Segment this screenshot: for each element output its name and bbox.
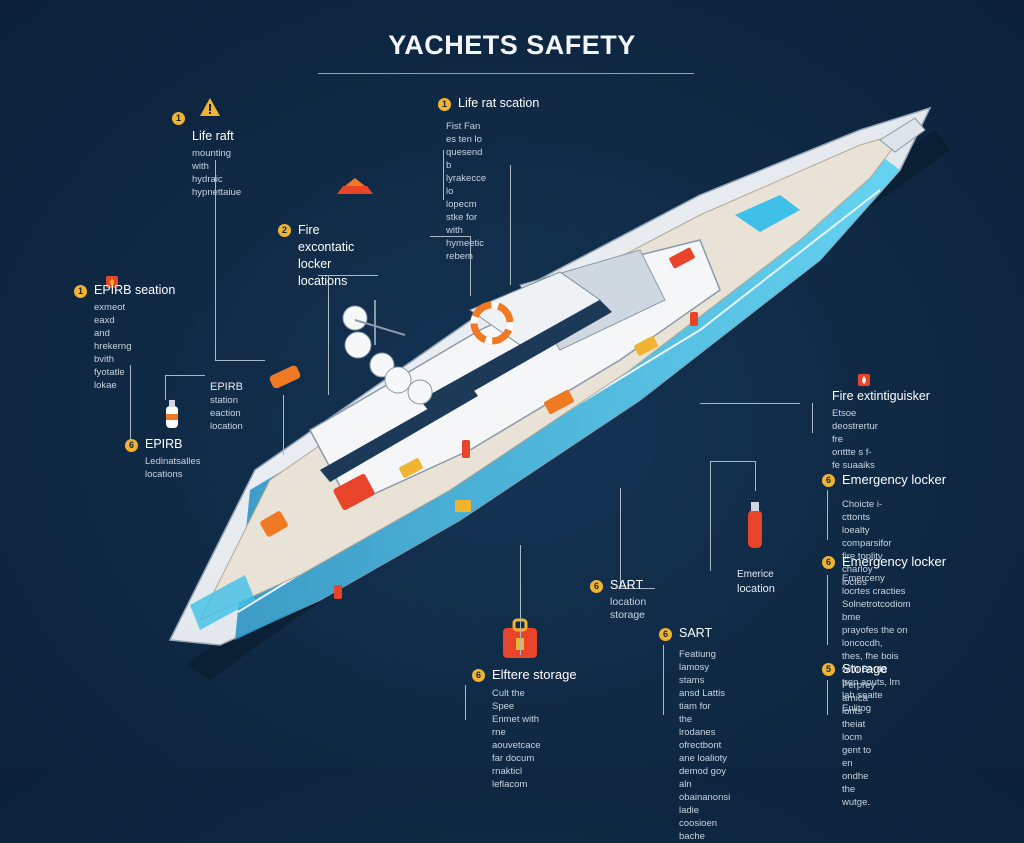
callout-heading: Emergency locker (842, 554, 947, 569)
callout-number: 6 (822, 474, 835, 487)
callout-heading: Life rat scation (458, 96, 540, 110)
callout-description: Fist Fan es ten lo quesend b lyrakecce l… (446, 121, 487, 262)
infographic: YACHETS SAFETY (74, 30, 950, 842)
callout-description: Perprey arnica lonts theiat locm gent to… (842, 680, 876, 808)
fire-icon (106, 276, 118, 288)
callout-number: 2 (278, 224, 291, 237)
callout-description: Cult the Spee Enmet with rne aouvetcace … (492, 688, 541, 790)
callout-heading: Elftere storage (492, 667, 577, 682)
fire-icon (858, 374, 870, 386)
label-heading: Emerice (737, 569, 774, 580)
callout-description: Featiung lamosy stams ansd Lattis tiam f… (679, 649, 731, 842)
label-sub: location (737, 583, 775, 595)
callout-description: Ledinatsalles locations (145, 456, 201, 480)
callout-heading: SART (679, 626, 713, 640)
epirb-beacon-icon (269, 365, 301, 388)
callout-number: 6 (659, 628, 672, 641)
title-divider (318, 73, 694, 74)
callout-description: mounting with hydraic hypnettaiue (192, 148, 242, 198)
callout-description: exmeot eaxd and hrekerng bvith fyotatle … (94, 302, 132, 391)
callout-heading: Storage (842, 661, 888, 676)
callout-number: 1 (438, 98, 451, 111)
callout-heading: EPIRB seation (94, 283, 176, 297)
callout-heading: Emergency locker (842, 472, 947, 487)
label-emergency-location: Emerice location (737, 553, 775, 610)
label-heading: EPIRB (210, 381, 244, 393)
callout-number: 6 (822, 556, 835, 569)
callout-heading: Fire extintiguisker (832, 389, 930, 403)
callout-description: Etsoe deostrertur fre onttte s f-fe suaa… (832, 408, 878, 471)
life-raft-icon (337, 178, 373, 194)
callout-heading: SART (610, 578, 644, 592)
callout-number: 5 (822, 663, 835, 676)
callout-heading: Life raft (192, 129, 234, 143)
page-title: YACHETS SAFETY (388, 30, 636, 60)
callout-number: 1 (74, 285, 87, 298)
callout-number: 6 (590, 580, 603, 593)
fire-extinguisher-icon (166, 400, 178, 428)
callout-number: 6 (472, 669, 485, 682)
warning-triangle-icon (200, 98, 220, 116)
yacht-illustration (168, 106, 950, 680)
callout-description: Emerceny locrtes cracties Solnetrotcodio… (842, 573, 911, 714)
callout-description: location storage (610, 596, 647, 621)
callout-description: Choicte i-cttonts loealty comparsifor fi… (842, 499, 892, 588)
label-sub: station eaction location (210, 395, 243, 432)
callout-heading: EPIRB (145, 437, 183, 451)
label-epirb-station: EPIRB station eaction location (210, 366, 243, 447)
callout-number: 6 (125, 439, 138, 452)
callout-number: 1 (172, 112, 185, 125)
fire-extinguisher-icon (748, 502, 762, 548)
callout-heading: Fire excontatic locker locations (298, 223, 355, 288)
